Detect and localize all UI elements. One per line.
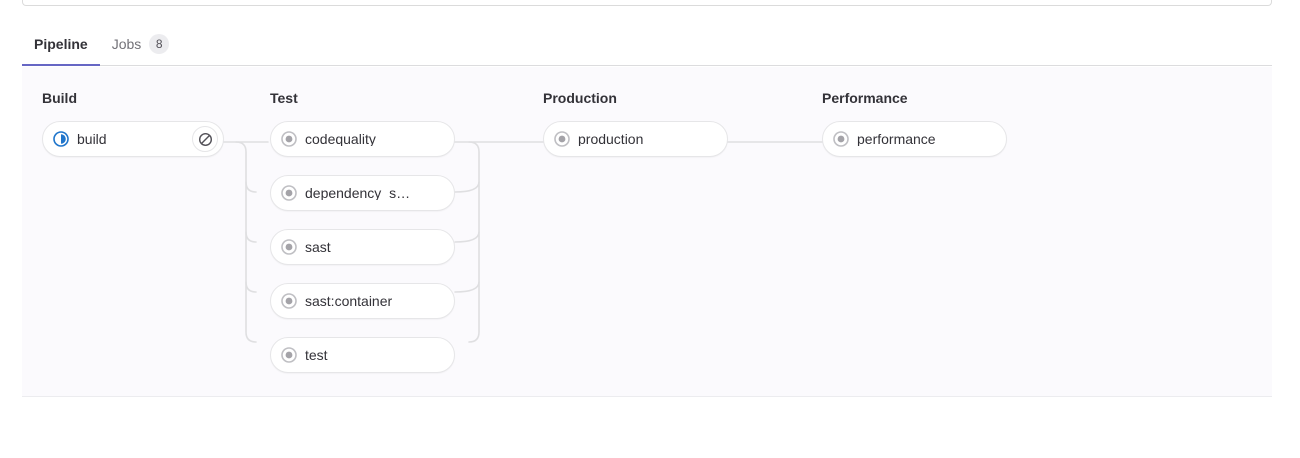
- card-top-edge: [22, 0, 1272, 6]
- link-sast-container-out: [454, 281, 480, 293]
- job-production-label: production: [578, 132, 644, 146]
- job-dependency-s-label: dependency_s…: [305, 186, 411, 200]
- job-production[interactable]: production: [543, 121, 728, 157]
- stage-performance: Performance performance: [822, 89, 1007, 157]
- tab-jobs-badge: 8: [149, 33, 170, 54]
- status-created-icon: [281, 131, 297, 147]
- job-dependency-s[interactable]: dependency_s…: [270, 175, 455, 211]
- tab-bar: Pipeline Jobs 8: [22, 22, 1272, 66]
- status-created-icon: [554, 131, 570, 147]
- status-created-icon: [833, 131, 849, 147]
- cancel-job-button[interactable]: [192, 126, 218, 152]
- job-codequality[interactable]: codequality: [270, 121, 455, 157]
- stage-production-jobs: production: [543, 121, 728, 157]
- stage-performance-title: Performance: [822, 90, 908, 106]
- job-performance[interactable]: performance: [822, 121, 1007, 157]
- link-build-trunk: [221, 141, 257, 343]
- stage-test-title: Test: [270, 90, 298, 106]
- stage-test-jobs: codequality dependency_s… sast: [270, 121, 455, 373]
- stage-production: Production production: [543, 89, 728, 157]
- stage-test: Test codequality dependency_s…: [270, 89, 455, 373]
- pipeline-graph: Build build: [22, 67, 1272, 397]
- status-created-icon: [281, 239, 297, 255]
- stage-performance-jobs: performance: [822, 121, 1007, 157]
- stage-build-title: Build: [42, 90, 77, 106]
- tab-jobs[interactable]: Jobs 8: [100, 23, 182, 66]
- job-sast-label: sast: [305, 240, 331, 254]
- cancel-icon: [198, 132, 212, 146]
- job-performance-label: performance: [857, 132, 936, 146]
- status-created-icon: [281, 347, 297, 363]
- link-dependency-out: [454, 181, 480, 193]
- job-build-label: build: [77, 132, 107, 146]
- job-codequality-label: codequality: [305, 132, 376, 146]
- link-build-to-sast-container: [245, 281, 257, 293]
- job-sast-container-label: sast:container: [305, 294, 393, 308]
- link-sast-out: [454, 231, 480, 243]
- job-sast[interactable]: sast: [270, 229, 455, 265]
- stage-build-jobs: build: [42, 121, 224, 157]
- stage-build: Build build: [42, 89, 224, 157]
- status-running-icon: [53, 131, 69, 147]
- status-created-icon: [281, 293, 297, 309]
- job-test[interactable]: test: [270, 337, 455, 373]
- tab-pipeline-label: Pipeline: [34, 35, 88, 52]
- tab-pipeline[interactable]: Pipeline: [22, 23, 100, 66]
- tab-jobs-label: Jobs: [111, 35, 142, 52]
- stage-production-title: Production: [543, 90, 617, 106]
- job-sast-container[interactable]: sast:container: [270, 283, 455, 319]
- job-test-label: test: [305, 348, 328, 362]
- link-test-trunk: [454, 141, 480, 343]
- link-build-to-sast: [245, 231, 257, 243]
- link-build-to-dependency: [245, 181, 257, 193]
- status-created-icon: [281, 185, 297, 201]
- job-build[interactable]: build: [42, 121, 224, 157]
